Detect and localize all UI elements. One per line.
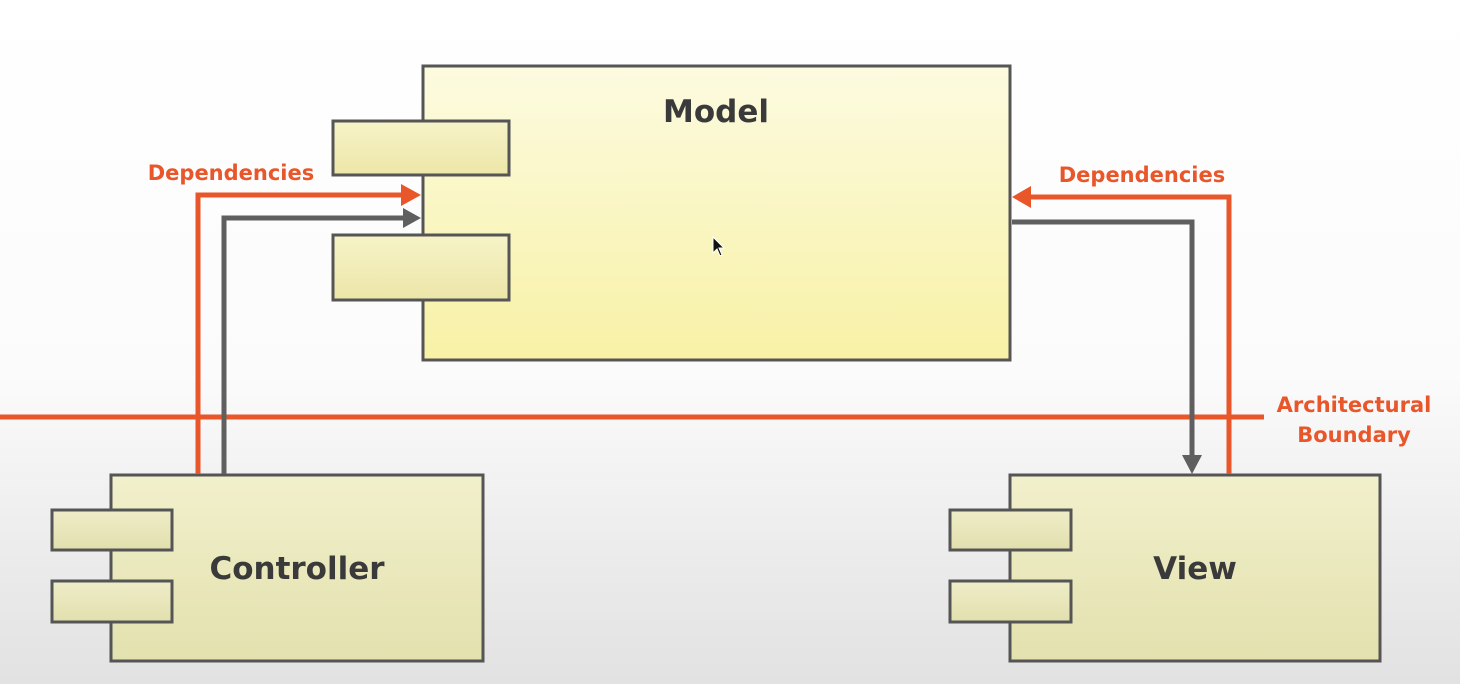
controller-to-model-flow-arrowhead <box>403 208 421 228</box>
view-port-bottom <box>948 579 1073 624</box>
view-box <box>1008 473 1382 663</box>
model-to-view-flow-arrow <box>1012 219 1195 456</box>
model-port-top <box>331 119 511 177</box>
controller-port-top <box>50 508 174 552</box>
model-label: Model <box>663 94 769 130</box>
view-dependency-arrow <box>1030 194 1232 474</box>
view-label: View <box>1153 551 1237 587</box>
view-component: View <box>948 473 1382 663</box>
model-port-bottom <box>331 233 511 302</box>
mouse-cursor-icon <box>712 235 726 257</box>
controller-label: Controller <box>209 551 385 587</box>
controller-dependency-arrowhead <box>401 184 421 206</box>
architectural-boundary-label-line1: Architectural <box>1277 393 1432 417</box>
controller-dependency-arrow <box>195 192 404 474</box>
view-dependency-arrowhead <box>1012 186 1031 208</box>
view-port-top <box>948 508 1073 552</box>
model-to-view-flow-arrowhead <box>1182 455 1202 474</box>
controller-component: Controller <box>50 473 485 663</box>
model-component: Model <box>331 64 1012 362</box>
controller-box <box>109 473 485 663</box>
dependencies-label-left: Dependencies <box>148 161 315 185</box>
controller-to-model-flow-arrow <box>221 215 406 474</box>
controller-port-bottom <box>50 579 174 624</box>
architectural-boundary-label-line2: Boundary <box>1297 423 1411 447</box>
dependencies-label-right: Dependencies <box>1059 163 1226 187</box>
model-box <box>421 64 1012 362</box>
